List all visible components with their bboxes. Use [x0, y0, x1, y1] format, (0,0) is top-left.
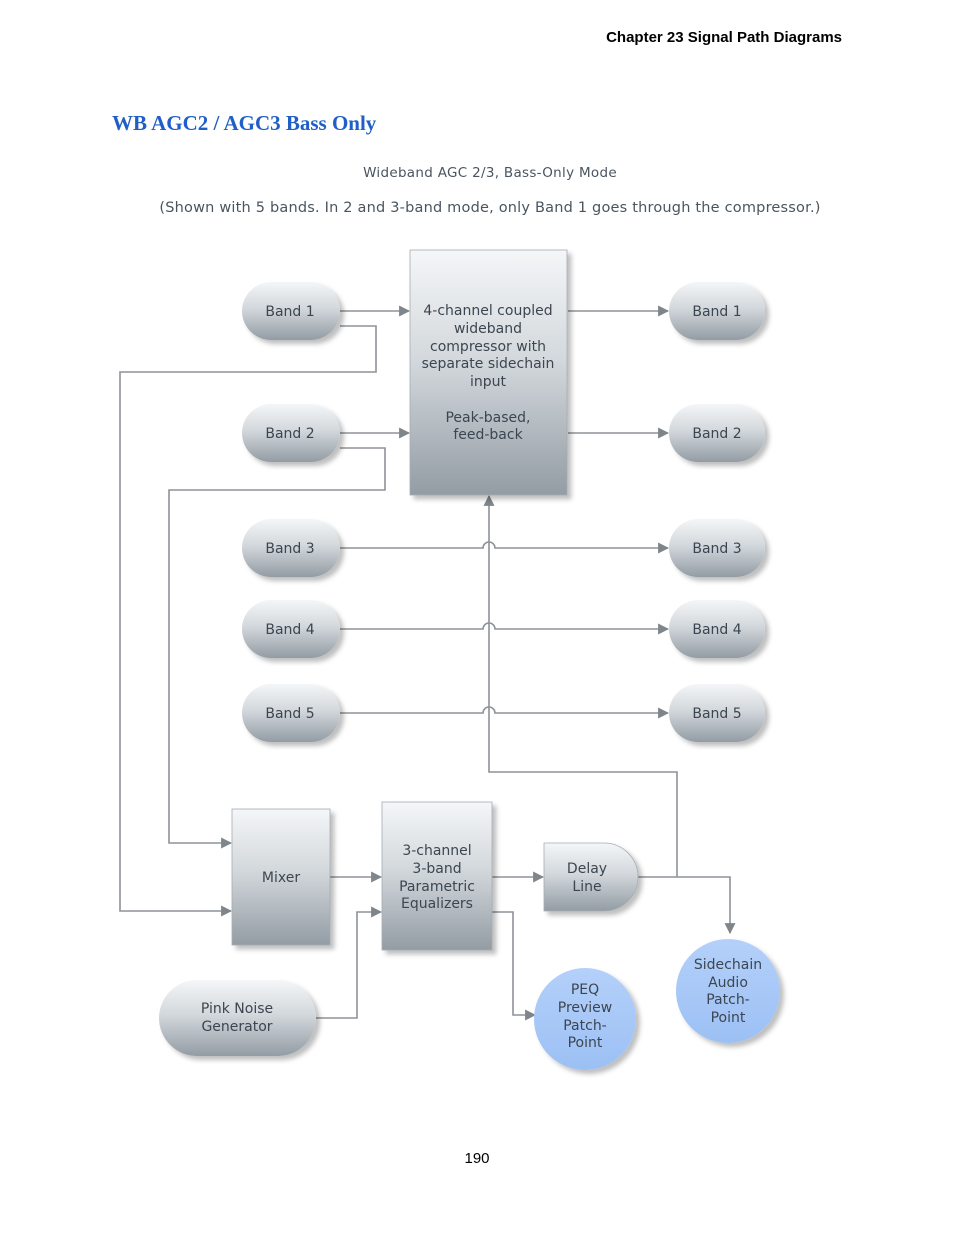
peq-line-1: 3-channel — [402, 843, 471, 859]
input-band-3-label: Band 3 — [265, 541, 314, 557]
pink-noise-line-1: Pink Noise — [201, 1001, 273, 1017]
delay-line-2: Line — [572, 879, 601, 895]
input-band-4-label: Band 4 — [265, 622, 314, 638]
output-band-3-label: Band 3 — [692, 541, 741, 557]
peq-preview-patch-point: PEQ Preview Patch- Point — [534, 968, 636, 1070]
diagram-title: Wideband AGC 2/3, Bass-Only Mode — [363, 165, 617, 181]
wire-peq-to-preview — [492, 911, 537, 1021]
wire-pinknoise-to-peq — [316, 906, 383, 1019]
compressor-line-8: feed-back — [453, 427, 523, 443]
peq-patch-line-2: Preview — [558, 1000, 613, 1016]
peq-patch-line-1: PEQ — [571, 982, 599, 998]
connectors — [119, 305, 736, 1021]
compressor-line-2: wideband — [454, 321, 522, 337]
input-band-3: Band 3 — [242, 519, 340, 577]
sidechain-patch-line-4: Point — [711, 1010, 746, 1026]
pink-noise-line-2: Generator — [201, 1019, 272, 1035]
output-band-2: Band 2 — [669, 404, 765, 462]
input-band-5-label: Band 5 — [265, 706, 314, 722]
sidechain-patch-line-3: Patch- — [706, 992, 750, 1008]
compressor-line-4: separate sidechain — [422, 356, 555, 372]
compressor-line-1: 4-channel coupled — [423, 303, 552, 319]
delay-line-1: Delay — [567, 861, 607, 877]
output-band-5: Band 5 — [669, 684, 765, 742]
sidechain-patch-line-2: Audio — [708, 975, 748, 991]
section-title: WB AGC2 / AGC3 Bass Only — [112, 111, 377, 135]
wire-band3-passthrough — [340, 541, 670, 554]
peq-line-3: Parametric — [399, 879, 475, 895]
output-band-1-label: Band 1 — [692, 304, 741, 320]
diagram-subtitle: (Shown with 5 bands. In 2 and 3-band mod… — [159, 200, 821, 216]
pink-noise-generator: Pink Noise Generator — [159, 980, 316, 1056]
input-band-2: Band 2 — [242, 404, 340, 462]
wire-delay-to-compressor-sidechain — [483, 494, 678, 877]
wire-band4-passthrough — [340, 622, 670, 635]
peq-block: 3-channel 3-band Parametric Equalizers — [381, 801, 493, 951]
wire-band2-to-mixer — [168, 447, 386, 849]
output-band-2-label: Band 2 — [692, 426, 741, 442]
delay-line-block: Delay Line — [543, 842, 639, 912]
compressor-line-7: Peak-based, — [445, 410, 530, 426]
mixer-label: Mixer — [262, 870, 300, 886]
input-band-5: Band 5 — [242, 684, 340, 742]
output-band-1: Band 1 — [669, 282, 765, 340]
sidechain-patch-line-1: Sidechain — [694, 957, 762, 973]
peq-patch-line-3: Patch- — [563, 1018, 607, 1034]
chapter-header: Chapter 23 Signal Path Diagrams — [606, 29, 842, 46]
output-band-3: Band 3 — [669, 519, 765, 577]
input-band-1: Band 1 — [242, 282, 340, 340]
compressor-line-5: input — [470, 374, 507, 390]
wire-band1-to-mixer — [119, 325, 377, 917]
page-number: 190 — [464, 1150, 490, 1167]
input-band-1-label: Band 1 — [265, 304, 314, 320]
input-band-2-label: Band 2 — [265, 426, 314, 442]
output-band-4-label: Band 4 — [692, 622, 741, 638]
compressor-block: 4-channel coupled wideband compressor wi… — [409, 249, 568, 496]
peq-line-4: Equalizers — [401, 896, 473, 912]
wire-band5-passthrough — [340, 706, 670, 719]
peq-patch-line-4: Point — [568, 1035, 603, 1051]
wire-delay-to-sidechain-patch — [638, 876, 736, 935]
input-band-4: Band 4 — [242, 600, 340, 658]
mixer-block: Mixer — [231, 808, 331, 946]
sidechain-audio-patch-point: Sidechain Audio Patch- Point — [676, 939, 780, 1043]
compressor-line-3: compressor with — [430, 339, 546, 355]
output-band-4: Band 4 — [669, 600, 765, 658]
output-band-5-label: Band 5 — [692, 706, 741, 722]
peq-line-2: 3-band — [412, 861, 461, 877]
